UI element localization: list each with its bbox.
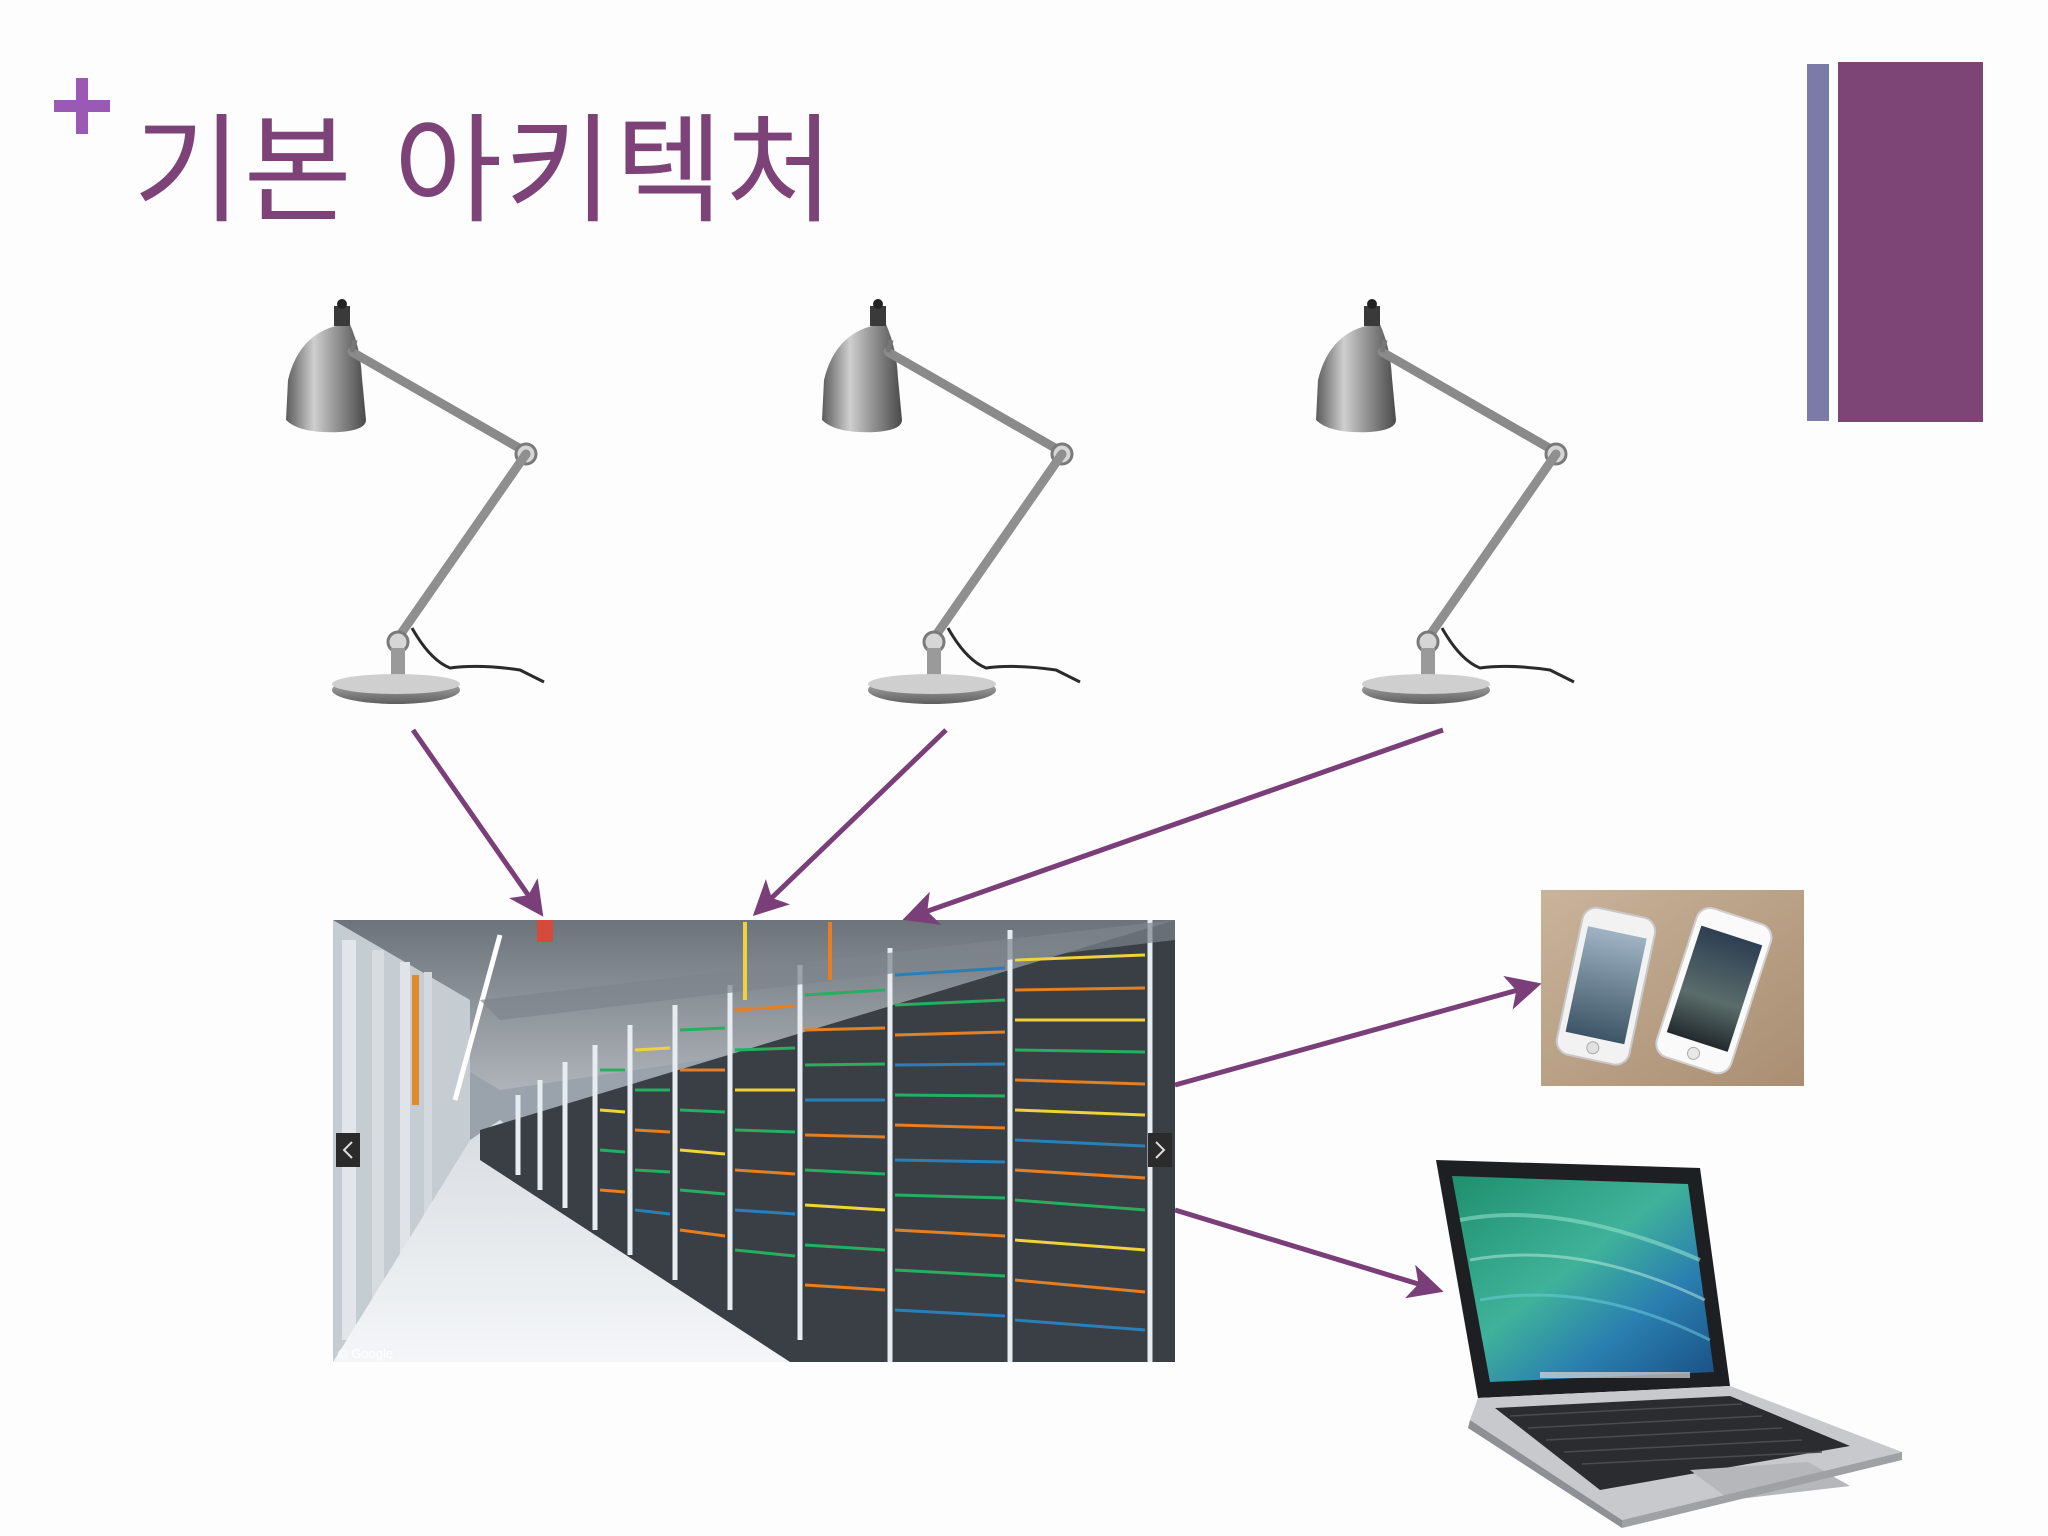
desk-lamp-icon xyxy=(822,299,1081,704)
laptop-node xyxy=(1436,1160,1902,1528)
next-arrow-icon xyxy=(1148,1133,1172,1167)
slide-title: 기본 아키텍처 xyxy=(133,102,836,240)
lamp-node-2 xyxy=(822,299,1081,704)
lamp-node-3 xyxy=(1316,299,1575,704)
edge-lamp2-server xyxy=(752,728,948,917)
prev-arrow-icon xyxy=(336,1133,360,1167)
data-center-photo: © Google xyxy=(333,920,1175,1362)
phones-node xyxy=(1541,890,1804,1086)
edge-server-laptop xyxy=(1174,1207,1444,1299)
edge-server-phones xyxy=(1174,975,1542,1088)
plus-icon xyxy=(52,78,114,140)
server-node: © Google xyxy=(333,920,1175,1362)
smartphones-photo xyxy=(1541,890,1804,1086)
accent-bar-thick xyxy=(1838,62,1983,422)
watermark-text: © Google xyxy=(338,1346,393,1361)
accent-bar-thin xyxy=(1807,64,1829,421)
laptop-photo xyxy=(1436,1160,1902,1528)
desk-lamp-icon xyxy=(286,299,545,704)
edge-lamp1-server xyxy=(410,728,544,917)
edges xyxy=(410,727,1542,1299)
desk-lamp-icon xyxy=(1316,299,1575,704)
edge-lamp3-server xyxy=(902,727,1444,925)
lamp-node-1 xyxy=(286,299,545,704)
